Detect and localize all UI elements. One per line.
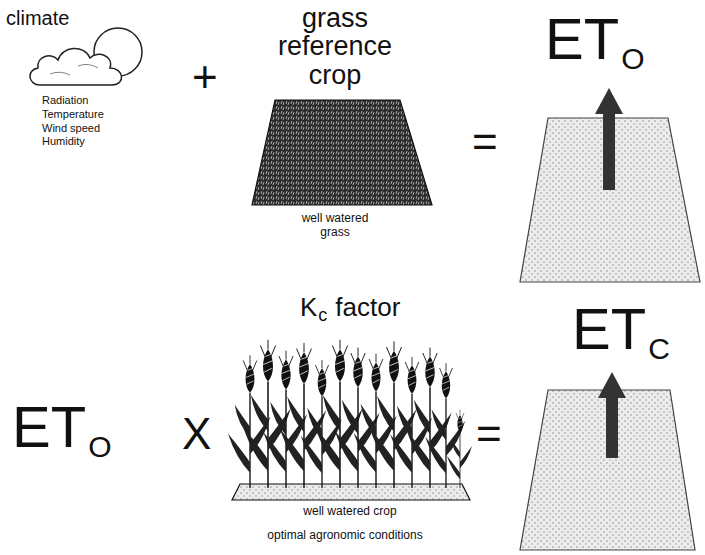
eto-field: [520, 88, 700, 282]
equals-sign: =: [472, 120, 498, 164]
eto-symbol: ET: [12, 398, 86, 456]
kc-word: factor: [335, 294, 400, 320]
kc-subscript: c: [318, 306, 327, 324]
etc-field: [520, 372, 695, 550]
climate-heading: climate: [6, 8, 69, 28]
climate-variables: Radiation Temperature Wind speed Humidit…: [42, 94, 122, 149]
etc-symbol: ET: [572, 300, 646, 358]
plus-sign: +: [192, 55, 218, 99]
reference-heading: grass reference crop: [255, 4, 415, 89]
times-sign: X: [182, 412, 211, 456]
equals-sign: =: [476, 412, 502, 456]
eto-symbol: ET: [545, 10, 619, 68]
crop-field: [228, 340, 472, 500]
grass-caption: well watered grass: [295, 211, 375, 240]
eto-subscript: O: [621, 44, 644, 74]
conditions-caption: optimal agronomic conditions: [220, 528, 470, 542]
grass-patch: [252, 100, 432, 205]
climate-icon: [30, 28, 142, 85]
eto-subscript: O: [88, 432, 111, 462]
etc-subscript: C: [648, 334, 670, 364]
crop-caption: well watered crop: [270, 504, 430, 518]
kc-symbol: K: [300, 294, 317, 320]
